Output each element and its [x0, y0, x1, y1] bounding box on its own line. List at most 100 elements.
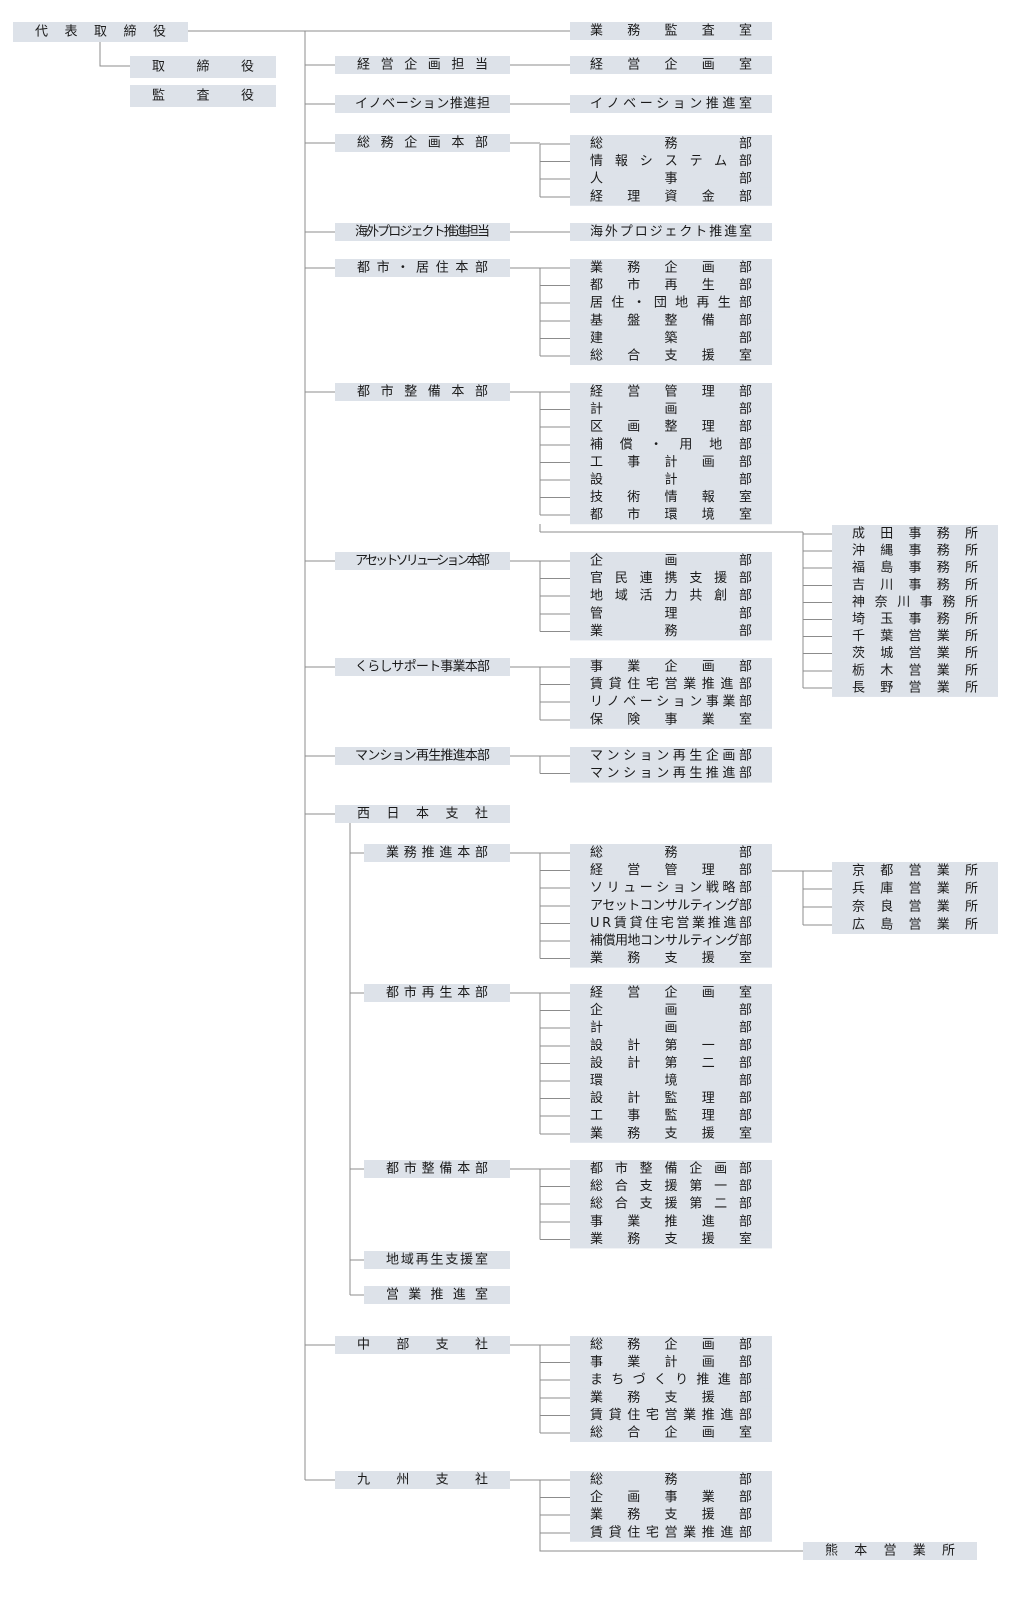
division-10-unit-5-label: 総合企画室 [590, 1425, 752, 1441]
node-representative-director-label: 代表取締役 [35, 24, 166, 40]
division-5-unit-6: 技術情報室 [570, 488, 772, 507]
urban-office-8: 栃木営業所 [832, 661, 998, 680]
division-10-unit-1: 事業計画部 [570, 1353, 772, 1372]
urban-office-7: 茨城営業所 [832, 644, 998, 663]
west-sub-1-unit-3: 設計第一部 [570, 1036, 772, 1055]
node-division-2: 総務企画本部 [335, 134, 510, 152]
division-10-unit-2: まちづくり推進部 [570, 1371, 772, 1390]
west-sub-1-unit-1: 企画部 [570, 1001, 772, 1020]
division-4-unit-2: 居住・団地再生部 [570, 294, 772, 313]
division-7-unit-3: 保険事業室 [570, 710, 772, 729]
node-division-9: 西日本支社 [335, 805, 510, 823]
node-division-11: 九州支社 [335, 1471, 510, 1489]
division-2-unit-3-label: 経理資金部 [590, 188, 752, 204]
west-sub-0-unit-1: 経営管理部 [570, 861, 772, 880]
division-6-unit-4: 業務部 [570, 622, 772, 641]
west-sub-1-unit-0: 経営企画室 [570, 984, 772, 1002]
west-office-3: 広島営業所 [832, 916, 998, 934]
division-6-unit-1: 官民連携支援部 [570, 569, 772, 588]
division-0-unit-0: 経営企画室 [570, 56, 772, 74]
node-division-4: 都市・居住本部 [335, 259, 510, 277]
urban-office-4: 神奈川事務所 [832, 593, 998, 612]
division-10-unit-1-label: 事業計画部 [590, 1354, 752, 1370]
division-4-unit-1-label: 都市再生部 [590, 277, 752, 293]
west-sub-1-unit-8-label: 業務支援室 [590, 1125, 752, 1141]
urban-office-6-label: 千葉営業所 [852, 628, 978, 644]
west-sub-1-unit-7: 工事監理部 [570, 1107, 772, 1126]
west-sub-1: 都市再生本部 [364, 984, 510, 1002]
division-4-unit-5: 総合支援室 [570, 347, 772, 365]
urban-office-2-label: 福島事務所 [852, 561, 978, 576]
west-sub-1-unit-0-label: 経営企画室 [590, 985, 752, 1001]
connector-board [99, 42, 130, 67]
division-5-unit-7: 都市環境室 [570, 506, 772, 525]
node-division-1-label: イノベーション推進担 [355, 97, 490, 112]
west-sub-0-unit-6-label: 業務支援室 [590, 950, 752, 966]
node-division-6: アセットソリューション本部 [335, 552, 510, 570]
node-division-3-label: 海外プロジェクト推進担当 [355, 225, 490, 240]
node-division-5: 都市整備本部 [335, 383, 510, 401]
division-5-unit-2: 区画整理部 [570, 418, 772, 437]
division-7-unit-3-label: 保険事業室 [590, 711, 752, 727]
west-sub-0-unit-1-label: 経営管理部 [590, 863, 752, 878]
division-4-unit-4: 建築部 [570, 329, 772, 348]
west-sub-0: 業務推進本部 [364, 844, 510, 862]
division-10-unit-0: 総務企画部 [570, 1336, 772, 1354]
west-office-0: 京都営業所 [832, 862, 998, 880]
west-sub-2-unit-0: 都市整備企画部 [570, 1160, 772, 1178]
urban-office-0-label: 成田事務所 [852, 527, 978, 542]
urban-office-5: 埼玉事務所 [832, 610, 998, 629]
west-office-1-label: 兵庫営業所 [852, 881, 978, 897]
division-5-unit-5: 設計部 [570, 471, 772, 489]
division-3-unit-0: 海外プロジェクト推進室 [570, 223, 772, 241]
west-sub-0-unit-4-label: UR賃貸住宅営業推進部 [590, 915, 752, 931]
node-division-1: イノベーション推進担 [335, 95, 510, 113]
urban-office-9-label: 長野営業所 [852, 679, 978, 695]
west-sub-1-unit-4: 設計第二部 [570, 1054, 772, 1073]
west-sub-1-unit-8: 業務支援室 [570, 1124, 772, 1143]
urban-office-2: 福島事務所 [832, 559, 998, 578]
division-10-unit-3-label: 業務支援部 [590, 1389, 752, 1405]
division-5-unit-0: 経営管理部 [570, 383, 772, 401]
kyushu-office-0: 熊本営業所 [803, 1542, 977, 1560]
division-3-unit-0-label: 海外プロジェクト推進室 [590, 224, 752, 240]
node-representative-director: 代表取締役 [13, 22, 188, 42]
division-11-unit-0: 総務部 [570, 1471, 772, 1489]
division-7-unit-0: 事業企画部 [570, 658, 772, 676]
division-5-unit-4: 工事計画部 [570, 453, 772, 472]
urban-office-1: 沖縄事務所 [832, 542, 998, 561]
west-sub-2-unit-1: 総合支援第一部 [570, 1177, 772, 1196]
division-7-unit-1-label: 賃貸住宅営業推進部 [590, 676, 752, 692]
west-sub-0-unit-3: アセットコンサルティング部 [570, 896, 772, 915]
division-4-unit-3: 基盤整備部 [570, 311, 772, 330]
node-director: 取締役 [130, 56, 276, 78]
division-4-unit-0-label: 業務企画部 [590, 260, 752, 276]
west-sub-4: 営業推進室 [364, 1286, 510, 1304]
west-office-2: 奈良営業所 [832, 898, 998, 916]
division-10-unit-3: 業務支援部 [570, 1388, 772, 1407]
west-office-3-label: 広島営業所 [852, 917, 978, 933]
urban-office-3-label: 吉川事務所 [852, 578, 978, 593]
division-11-unit-3-label: 賃貸住宅営業推進部 [590, 1524, 752, 1540]
west-sub-0-unit-2: ソリューション戦略部 [570, 879, 772, 898]
kyushu-office-0-label: 熊本営業所 [825, 1543, 955, 1559]
node-division-10: 中部支社 [335, 1336, 510, 1354]
node-division-7: くらしサポート事業本部 [335, 658, 510, 676]
west-office-1: 兵庫営業所 [832, 880, 998, 898]
west-sub-0-unit-0: 総務部 [570, 844, 772, 862]
division-5-unit-1: 計画部 [570, 400, 772, 419]
division-5-unit-2-label: 区画整理部 [590, 420, 752, 435]
node-division-0: 経営企画担当 [335, 56, 510, 74]
division-11-unit-1-label: 企画事業部 [590, 1489, 752, 1505]
west-sub-1-unit-3-label: 設計第一部 [590, 1037, 752, 1053]
west-sub-0-unit-4: UR賃貸住宅営業推進部 [570, 914, 772, 933]
west-sub-3: 地域再生支援室 [364, 1251, 510, 1269]
west-sub-4-label: 営業推進室 [386, 1287, 488, 1303]
division-0-unit-0-label: 経営企画室 [590, 57, 752, 73]
west-sub-1-unit-7-label: 工事監理部 [590, 1108, 752, 1124]
west-sub-2: 都市整備本部 [364, 1160, 510, 1178]
division-5-unit-0-label: 経営管理部 [590, 385, 752, 400]
node-division-3: 海外プロジェクト推進担当 [335, 223, 510, 241]
urban-office-3: 吉川事務所 [832, 576, 998, 595]
